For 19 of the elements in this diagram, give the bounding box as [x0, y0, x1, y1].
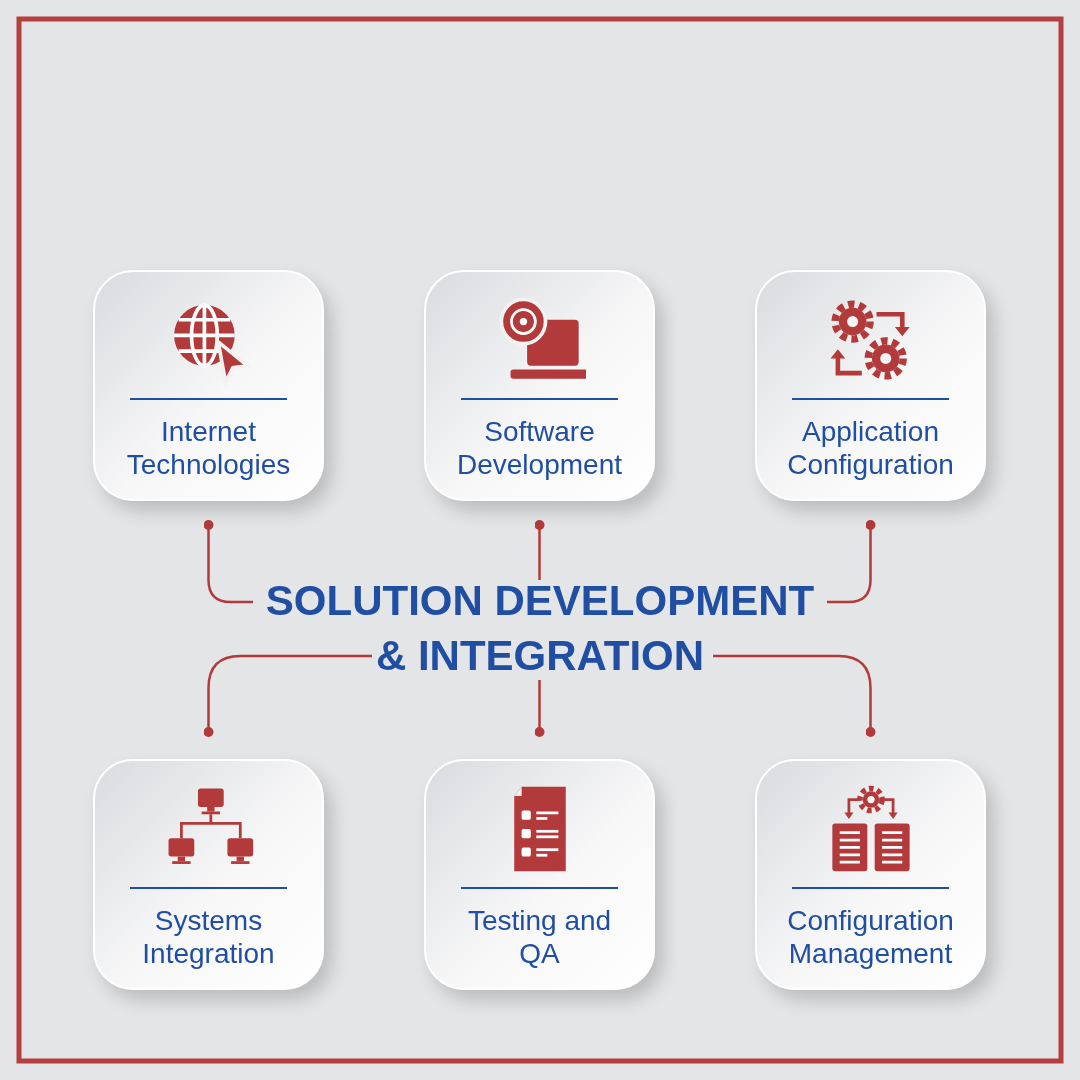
- connector-line: [827, 520, 876, 604]
- service-card: [93, 270, 324, 501]
- central-heading: SOLUTION DEVELOPMENT & INTEGRATION: [255, 573, 825, 685]
- connector-line: [203, 520, 253, 604]
- connector-line: [534, 680, 545, 737]
- card-label: Configuration Management: [786, 904, 955, 970]
- card-label: Testing and QA: [466, 904, 613, 970]
- card-label: Internet Technologies: [125, 415, 292, 481]
- card-label: Systems Integration: [141, 904, 276, 970]
- connector-line: [534, 520, 545, 580]
- card-label: Application Configuration: [786, 415, 955, 481]
- service-card: [424, 759, 655, 990]
- service-card: [93, 759, 324, 990]
- card-label: Software Development: [456, 415, 623, 481]
- connector-line: [203, 654, 372, 737]
- service-card: [755, 270, 986, 501]
- connector-line: [713, 654, 876, 737]
- service-card: [424, 270, 655, 501]
- service-card: [755, 759, 986, 990]
